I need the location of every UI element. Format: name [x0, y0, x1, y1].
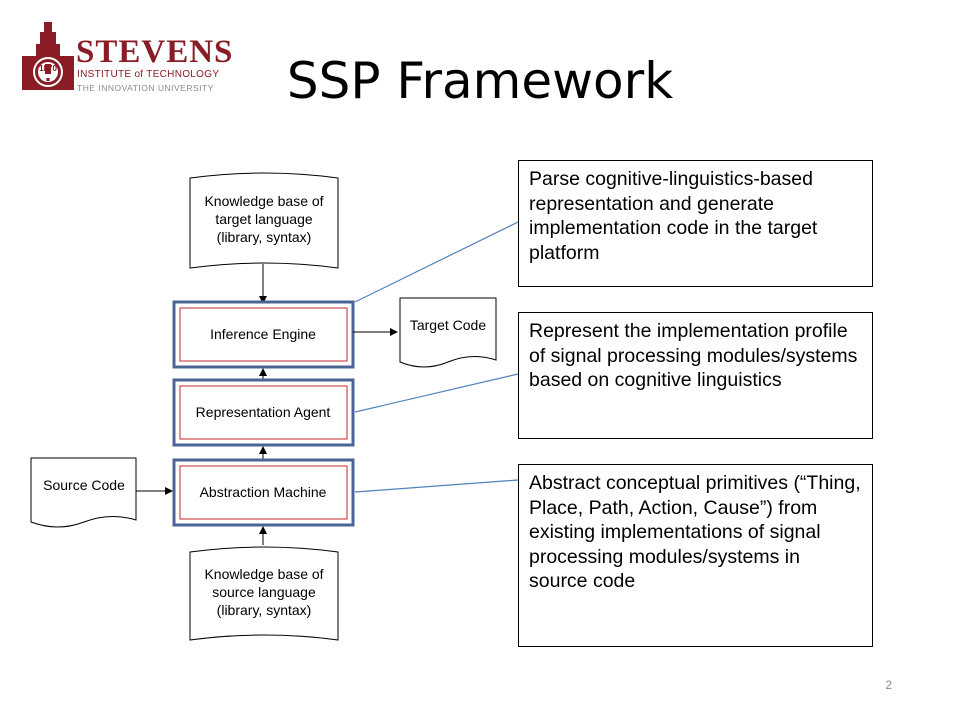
- connector-inference: [354, 221, 519, 303]
- source-code-node: Source Code: [30, 457, 137, 528]
- inference-engine-label: Inference Engine: [210, 326, 316, 342]
- target-code-label: Target Code: [410, 317, 486, 333]
- description-inference: Parse cognitive-linguistics-based repres…: [518, 160, 873, 287]
- source-code-label: Source Code: [43, 477, 125, 493]
- seal-icon: [22, 22, 74, 90]
- logo-year: 1870: [39, 64, 57, 73]
- connector-representation: [354, 373, 519, 413]
- kb-target-line1: Knowledge base of: [204, 193, 323, 209]
- abstraction-machine-label: Abstraction Machine: [200, 484, 327, 500]
- logo-subtitle: INSTITUTE of TECHNOLOGY: [77, 69, 220, 80]
- kb-source-line3: (library, syntax): [217, 602, 312, 618]
- representation-agent-label: Representation Agent: [196, 404, 331, 420]
- logo-tagline: THE INNOVATION UNIVERSITY: [77, 83, 214, 93]
- page-number: 2: [885, 678, 892, 692]
- kb-source-node: Knowledge base of source language (libra…: [189, 546, 339, 641]
- representation-agent-node: Representation Agent: [172, 378, 355, 447]
- connector-abstraction: [354, 479, 519, 493]
- description-abstraction: Abstract conceptual primitives (“Thing, …: [518, 464, 873, 647]
- description-representation: Represent the implementation profile of …: [518, 312, 873, 439]
- kb-target-line3: (library, syntax): [217, 229, 312, 245]
- kb-source-line1: Knowledge base of: [204, 566, 323, 582]
- kb-target-node: Knowledge base of target language (libra…: [189, 172, 339, 269]
- target-code-node: Target Code: [399, 297, 497, 368]
- slide-title: SSP Framework: [286, 52, 674, 110]
- kb-source-line2: source language: [212, 584, 316, 600]
- abstraction-machine-node: Abstraction Machine: [172, 458, 355, 527]
- logo-wordmark: STEVENS: [76, 34, 234, 70]
- stevens-logo: [22, 22, 74, 90]
- kb-target-line2: target language: [215, 211, 313, 227]
- inference-engine-node: Inference Engine: [172, 300, 355, 369]
